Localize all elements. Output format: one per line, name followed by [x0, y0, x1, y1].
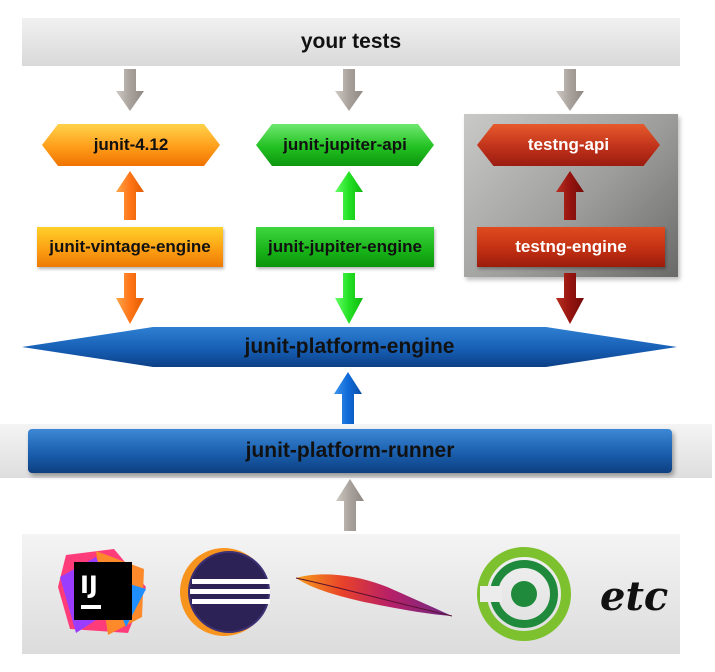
testng-engine-label: testng-engine: [515, 237, 627, 256]
your-tests-label: your tests: [300, 30, 402, 53]
apache-feather-icon: [295, 574, 453, 617]
junit-vintage-engine-label: junit-vintage-engine: [49, 237, 211, 256]
junit-jupiter-engine-label: junit-jupiter-engine: [268, 237, 422, 256]
junit-4-12-api: junit-4.12: [42, 124, 220, 166]
arrow-down-testng-engine: [556, 273, 584, 324]
junit-platform-runner-label: junit-platform-runner: [245, 439, 455, 462]
testng-api-label: testng-api: [527, 135, 610, 154]
junit-jupiter-api: junit-jupiter-api: [256, 124, 434, 166]
etc-label: etc: [600, 573, 669, 620]
arrow-down-jupiter: [335, 69, 363, 111]
circleci-icon: [477, 547, 571, 641]
eclipse-icon: [180, 548, 270, 636]
intellij-icon: IJ: [58, 549, 146, 635]
your-tests-bar: your tests: [22, 18, 680, 66]
arrow-down-vintage-engine: [116, 273, 144, 324]
arrow-up-testng: [556, 171, 584, 220]
testng-api: testng-api: [477, 124, 660, 166]
arrow-up-vintage: [116, 171, 144, 220]
junit-platform-engine-label: junit-platform-engine: [244, 335, 455, 358]
arrow-up-runner: [334, 372, 362, 424]
junit-jupiter-engine-box: junit-jupiter-engine: [256, 227, 434, 267]
junit-platform-engine-bar: junit-platform-engine: [22, 327, 677, 367]
arrow-down-jupiter-engine: [335, 273, 363, 324]
arrow-down-testng: [556, 69, 584, 111]
junit-vintage-engine-box: junit-vintage-engine: [37, 227, 223, 267]
arrow-up-jupiter: [335, 171, 363, 220]
arrow-up-tools: [336, 479, 364, 531]
junit-jupiter-api-label: junit-jupiter-api: [283, 135, 407, 154]
junit-4-12-label: junit-4.12: [93, 135, 169, 154]
intellij-logo-text: IJ: [80, 571, 98, 599]
junit-platform-runner-bar: junit-platform-runner: [28, 429, 672, 473]
testng-engine-box: testng-engine: [477, 227, 665, 267]
arrow-down-vintage: [116, 69, 144, 111]
